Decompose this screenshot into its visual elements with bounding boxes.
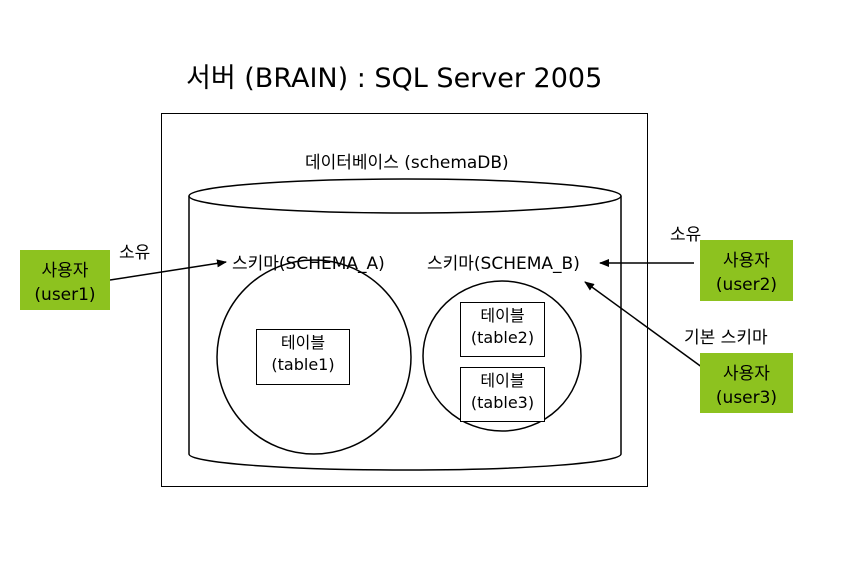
schema-a-label: 스키마(SCHEMA_A) bbox=[232, 254, 385, 274]
user-box-user3: 사용자 (user3) bbox=[700, 353, 793, 413]
user-box-user1: 사용자 (user1) bbox=[20, 250, 110, 310]
table-box-table2: 테이블 (table2) bbox=[460, 302, 545, 357]
user-id: (user2) bbox=[715, 275, 778, 295]
server-box bbox=[161, 113, 648, 487]
user-box-user2: 사용자 (user2) bbox=[700, 240, 793, 301]
default-schema-label: 기본 스키마 bbox=[684, 328, 768, 348]
table-name: 테이블 bbox=[280, 333, 326, 352]
table-name: 테이블 bbox=[480, 306, 525, 325]
table-box-table1: 테이블 (table1) bbox=[256, 329, 350, 385]
user-name: 사용자 bbox=[41, 261, 89, 281]
database-cylinder bbox=[188, 178, 622, 471]
arrow-user1-to-schema-a bbox=[109, 259, 227, 281]
user-id: (user1) bbox=[34, 285, 96, 305]
owns-label-user2: 소유 bbox=[670, 225, 702, 245]
user-name: 사용자 bbox=[723, 251, 770, 271]
owns-label-user1: 소유 bbox=[119, 243, 151, 263]
schema-b-label: 스키마(SCHEMA_B) bbox=[427, 254, 580, 274]
database-label: 데이터베이스 (schemaDB) bbox=[305, 153, 509, 173]
diagram-title: 서버 (BRAIN) : SQL Server 2005 bbox=[186, 63, 603, 94]
table-name: 테이블 bbox=[480, 371, 525, 390]
table-box-table3: 테이블 (table3) bbox=[460, 367, 545, 422]
user-id: (user3) bbox=[715, 388, 778, 408]
table-id: (table1) bbox=[271, 355, 335, 374]
user-name: 사용자 bbox=[723, 364, 770, 384]
arrow-user3-to-schema-b bbox=[584, 281, 711, 374]
table-id: (table2) bbox=[470, 328, 535, 347]
table-id: (table3) bbox=[470, 393, 535, 412]
